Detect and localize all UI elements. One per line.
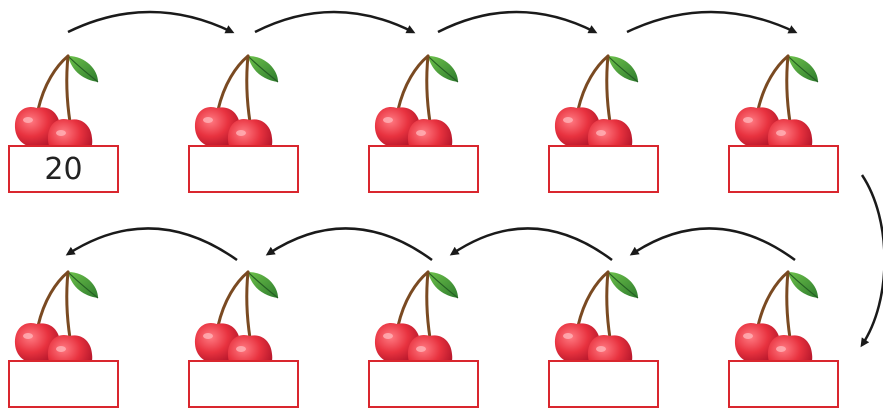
curved-arrow-icon [449, 227, 613, 262]
cherry-pair-icon [13, 54, 100, 161]
cherry-pair-icon [553, 54, 640, 161]
answer-box-9[interactable] [188, 360, 299, 408]
cherry-pair-icon [373, 54, 460, 161]
answer-box-2[interactable] [188, 145, 299, 193]
curved-arrow-icon [860, 174, 883, 348]
answer-box-5[interactable] [728, 145, 839, 193]
cherry-pair-icon [733, 54, 820, 161]
answer-box-8[interactable] [368, 360, 479, 408]
curved-arrow-icon [65, 227, 238, 262]
curved-arrow-icon [629, 227, 796, 262]
curved-arrow-icon [254, 10, 416, 34]
curved-arrow-icon [265, 227, 433, 262]
answer-box-10[interactable] [8, 360, 119, 408]
answer-box-4[interactable] [548, 145, 659, 193]
curved-arrow-icon [437, 10, 598, 34]
cherry-pair-icon [193, 54, 280, 161]
answer-box-1[interactable]: 20 [8, 145, 119, 193]
answer-box-7[interactable] [548, 360, 659, 408]
curved-arrow-icon [626, 10, 798, 34]
answer-box-3[interactable] [368, 145, 479, 193]
answer-box-6[interactable] [728, 360, 839, 408]
curved-arrow-icon [67, 10, 235, 34]
